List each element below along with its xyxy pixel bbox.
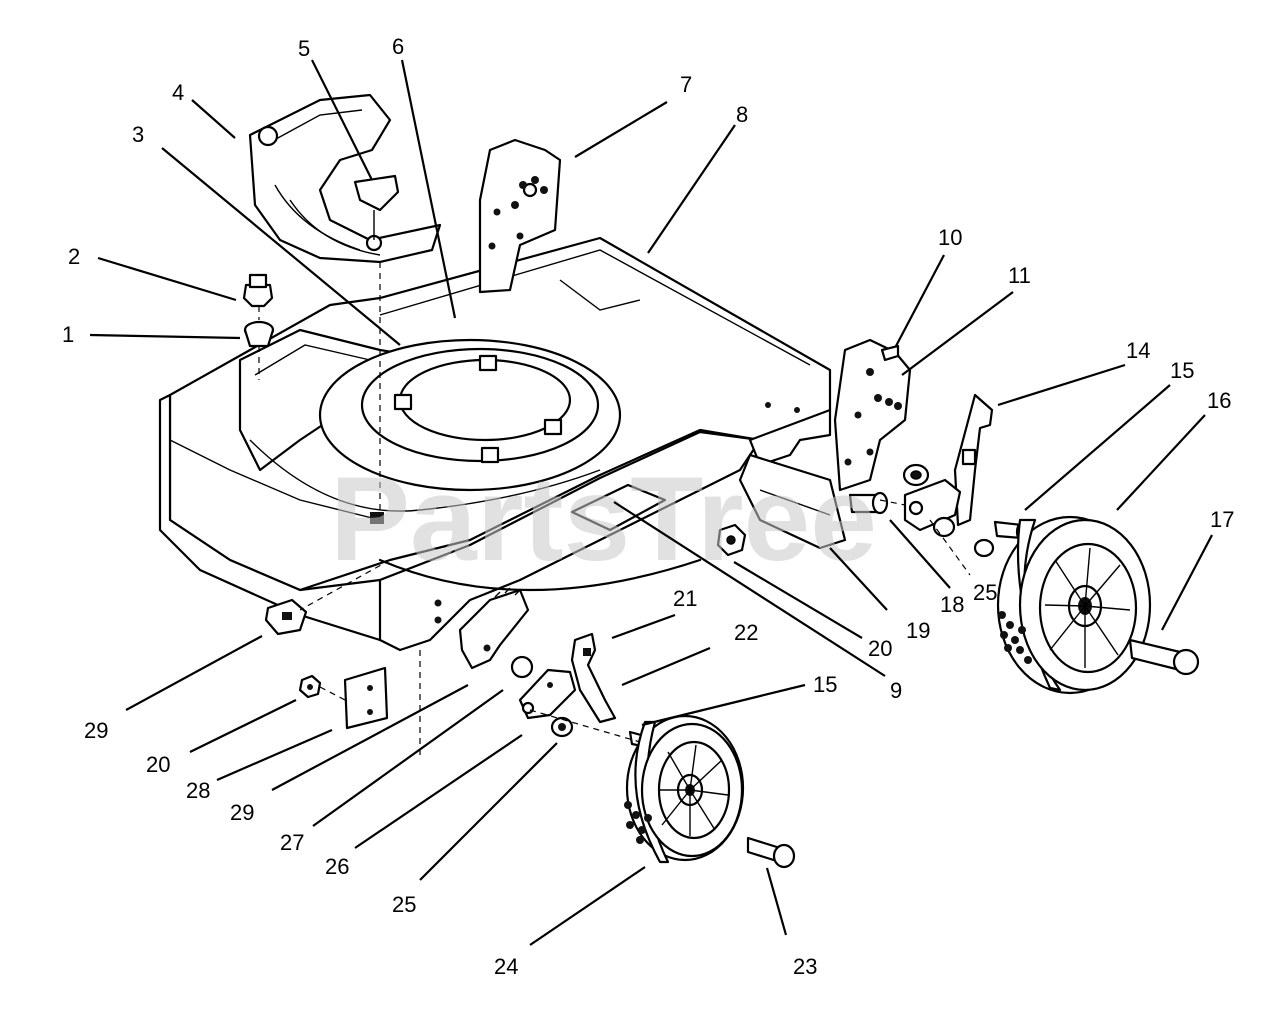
callout-6: 6 <box>392 34 404 59</box>
watermark: PartsTree <box>330 452 877 586</box>
callout-20-front: 20 <box>146 752 170 777</box>
deflector-knob <box>353 174 400 240</box>
rear-washer-1 <box>902 463 930 487</box>
front-washer-25 <box>550 716 574 738</box>
callout-18: 18 <box>940 592 964 617</box>
callout-20-rear: 20 <box>868 636 892 661</box>
deflector-cover <box>248 93 442 264</box>
deck-clip-29 <box>264 598 308 636</box>
callout-8: 8 <box>736 102 748 127</box>
front-wheel <box>624 714 745 864</box>
callout-10: 10 <box>938 225 962 250</box>
rear-height-lever <box>953 393 994 527</box>
plug-bushing <box>243 320 275 348</box>
callout-15-rear: 15 <box>1170 358 1194 383</box>
callout-1: 1 <box>62 322 74 347</box>
callout-14: 14 <box>1126 338 1150 363</box>
callout-28: 28 <box>186 778 210 803</box>
callout-labels: 1 2 3 4 5 6 7 8 9 10 11 14 15 16 17 18 1… <box>62 34 1234 979</box>
front-washer-26 <box>510 655 534 679</box>
front-height-rack <box>458 587 530 670</box>
callout-16: 16 <box>1207 388 1231 413</box>
callout-29-front: 29 <box>230 800 254 825</box>
rear-shoulder-bolt <box>848 491 889 515</box>
callout-11: 11 <box>1008 263 1031 288</box>
callout-19: 19 <box>906 618 930 643</box>
front-axle-bolt <box>746 836 796 869</box>
callout-26: 26 <box>325 854 349 879</box>
callout-25-front: 25 <box>392 892 416 917</box>
callout-25-rear: 25 <box>973 580 997 605</box>
callout-9: 9 <box>890 678 902 703</box>
callout-21: 21 <box>673 586 697 611</box>
rear-skirt-part <box>738 453 847 550</box>
cover-plate-28 <box>343 666 389 730</box>
callout-2: 2 <box>68 244 80 269</box>
assembly-guidelines <box>258 262 971 760</box>
callout-17: 17 <box>1210 507 1234 532</box>
small-nut-20 <box>298 674 322 699</box>
callout-15-front: 15 <box>813 672 837 697</box>
callout-5: 5 <box>298 36 310 61</box>
callout-29-clip: 29 <box>84 718 108 743</box>
leader-lines <box>89 59 1213 946</box>
callout-27: 27 <box>280 830 304 855</box>
right-height-bracket <box>833 338 912 492</box>
callout-4: 4 <box>172 80 184 105</box>
plug-bolt <box>242 273 274 308</box>
hex-nut-20 <box>716 523 747 557</box>
front-height-lever <box>570 632 617 724</box>
callout-23: 23 <box>793 954 817 979</box>
callout-7: 7 <box>680 72 692 97</box>
callout-3: 3 <box>132 122 144 147</box>
rear-height-bracket <box>478 138 562 294</box>
callout-24: 24 <box>494 954 518 979</box>
rear-wheel <box>996 515 1152 695</box>
rear-axle-bolt <box>1128 638 1200 676</box>
mower-deck <box>158 236 832 652</box>
callout-22: 22 <box>734 620 758 645</box>
front-pivot-plate <box>518 668 577 720</box>
